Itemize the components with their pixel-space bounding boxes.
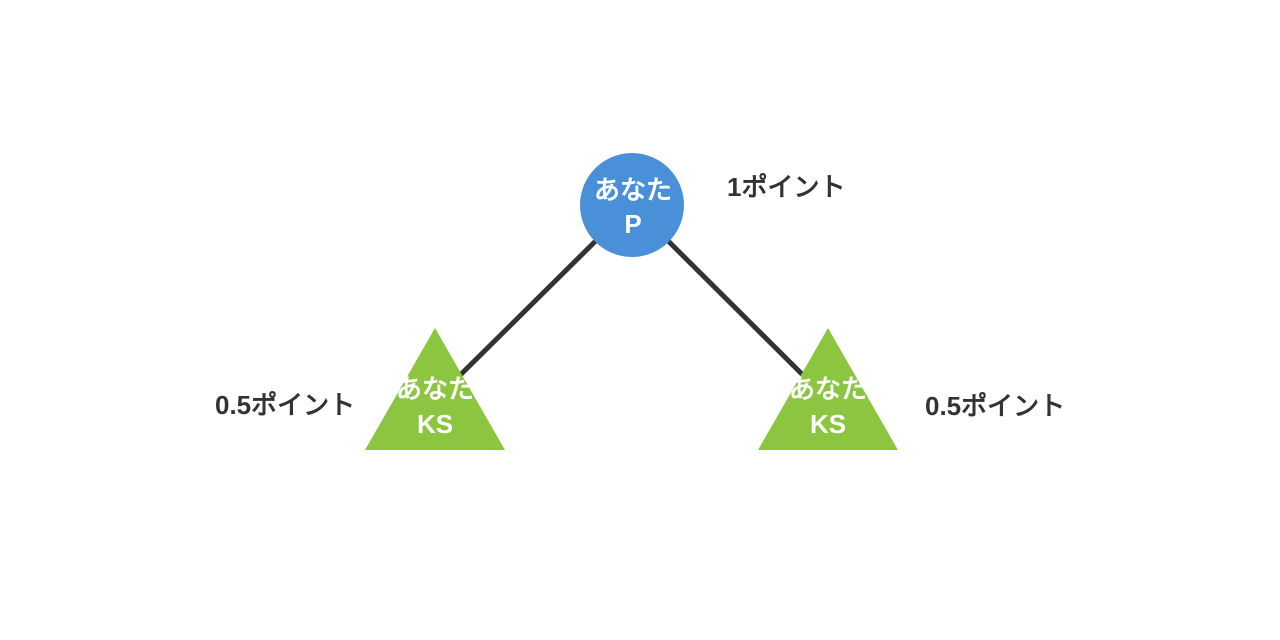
parent-point-label: 1ポイント xyxy=(727,172,846,202)
left-child-point-label: 0.5ポイント xyxy=(215,390,356,420)
parent-node-circle xyxy=(580,153,684,257)
left-child-node-triangle xyxy=(365,328,505,450)
right-child-point-label: 0.5ポイント xyxy=(925,391,1066,421)
right-child-node-triangle xyxy=(758,328,898,450)
